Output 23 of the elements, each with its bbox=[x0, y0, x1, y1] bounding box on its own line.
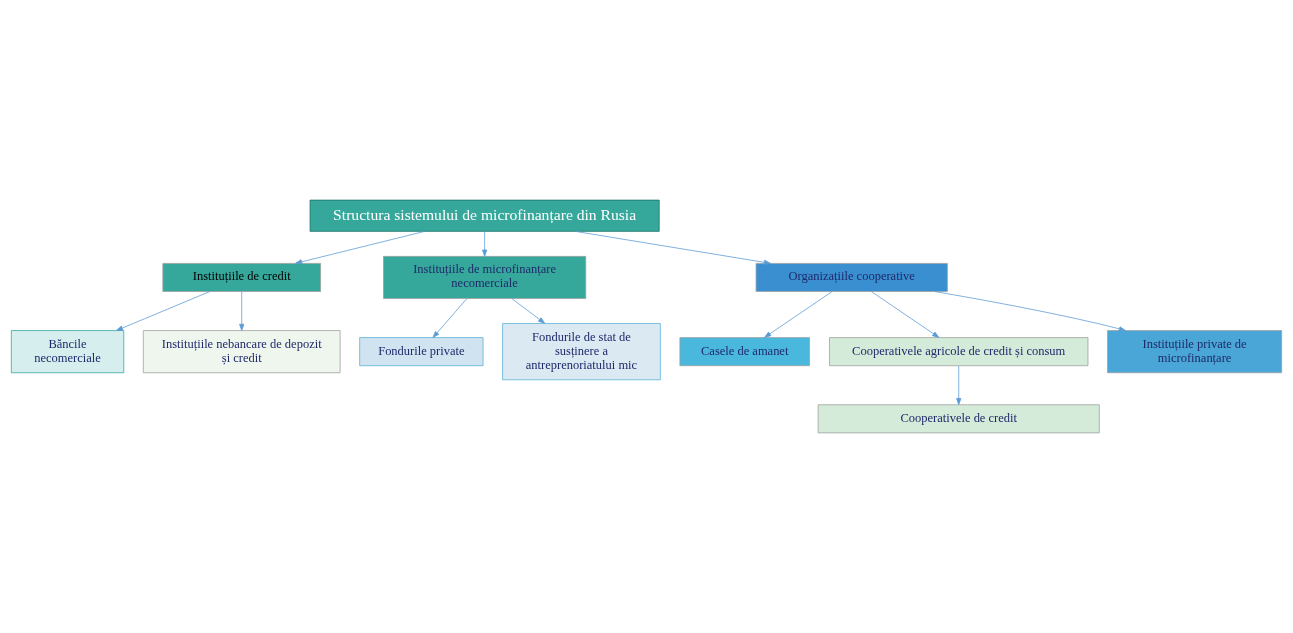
arrow bbox=[870, 291, 940, 338]
arrow bbox=[511, 298, 546, 324]
node-box: Instituțiile nebancare de depozit și credit bbox=[142, 330, 341, 374]
arrow bbox=[295, 231, 425, 265]
node-box: Fondurile private bbox=[359, 337, 484, 367]
node-box: Instituțiile de credit bbox=[162, 263, 321, 292]
arrow bbox=[432, 298, 468, 338]
node-box: Fondurile de stat de susținere a antreprenoriatului mic bbox=[502, 323, 661, 381]
arrow bbox=[239, 291, 245, 331]
arrow bbox=[116, 291, 211, 331]
arrow bbox=[482, 231, 488, 257]
node-box: Cooperativele de credit bbox=[817, 404, 1100, 434]
arrow bbox=[956, 365, 962, 406]
node-box: Organizațiile cooperative bbox=[755, 263, 948, 292]
node-box: Băncile necomerciale bbox=[10, 330, 125, 374]
arrow bbox=[764, 291, 833, 338]
node-box: Cooperativele agricole de credit și consum bbox=[829, 337, 1089, 367]
node-box: Instituțiile private de microfinanțare bbox=[1107, 330, 1283, 374]
arrow bbox=[575, 231, 771, 265]
node-box: Structura sistemului de microfinanțare din Rusia bbox=[309, 199, 660, 232]
arrow bbox=[934, 291, 1126, 332]
node-box: Instituțiile de microfinanțare necomerciale bbox=[383, 255, 587, 299]
node-box: Casele de amanet bbox=[679, 337, 810, 367]
